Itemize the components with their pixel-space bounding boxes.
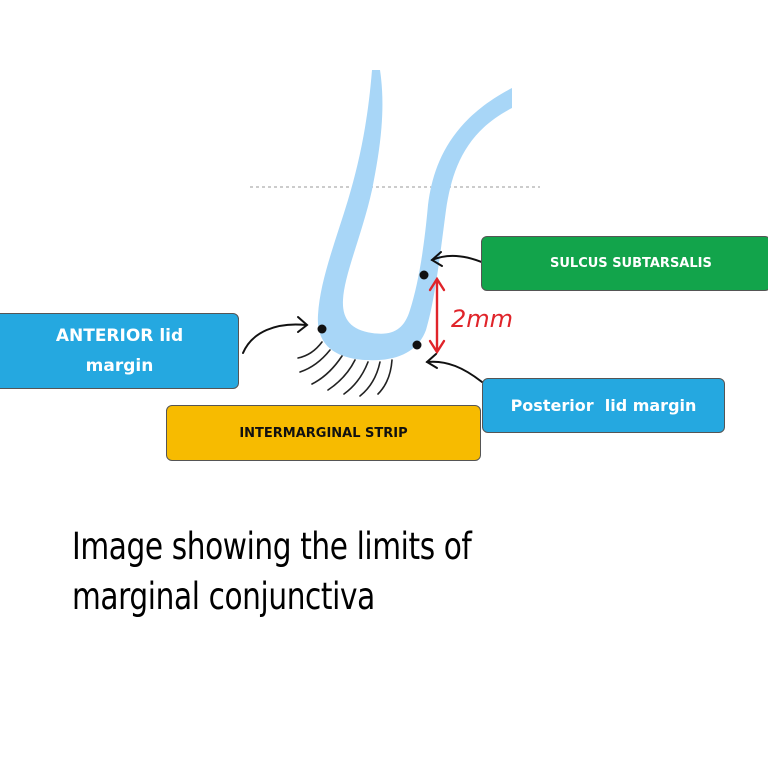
anterior-lid-margin-text-2: margin: [85, 356, 154, 376]
anterior-lid-margin-text-1: ANTERIOR lid: [55, 326, 184, 346]
measure-arrow: [428, 276, 446, 355]
posterior-lid-margin-text: Posterior lid margin: [510, 396, 697, 415]
figure-caption: Image showing the limits of marginal con…: [72, 525, 472, 618]
sulcus-subtarsalis-text: SULCUS SUBTARSALIS: [550, 256, 712, 271]
posterior-dot: [412, 340, 422, 350]
intermarginal-strip-text: INTERMARGINAL STRIP: [239, 425, 408, 441]
anterior-dot: [317, 324, 327, 334]
measurement-label: 2mm: [451, 305, 513, 333]
eyelashes: [297, 341, 393, 397]
posterior-lid-margin-label: Posterior lid margin: [482, 378, 725, 433]
sulcus-dot: [419, 270, 429, 280]
pointer-arrows: [242, 251, 485, 383]
conjunctiva-outline: [317, 70, 512, 361]
sulcus-subtarsalis-label: SULCUS SUBTARSALIS: [481, 236, 768, 291]
intermarginal-strip-label: INTERMARGINAL STRIP: [166, 405, 481, 461]
anterior-lid-margin-label: ANTERIOR lid margin: [0, 313, 239, 389]
